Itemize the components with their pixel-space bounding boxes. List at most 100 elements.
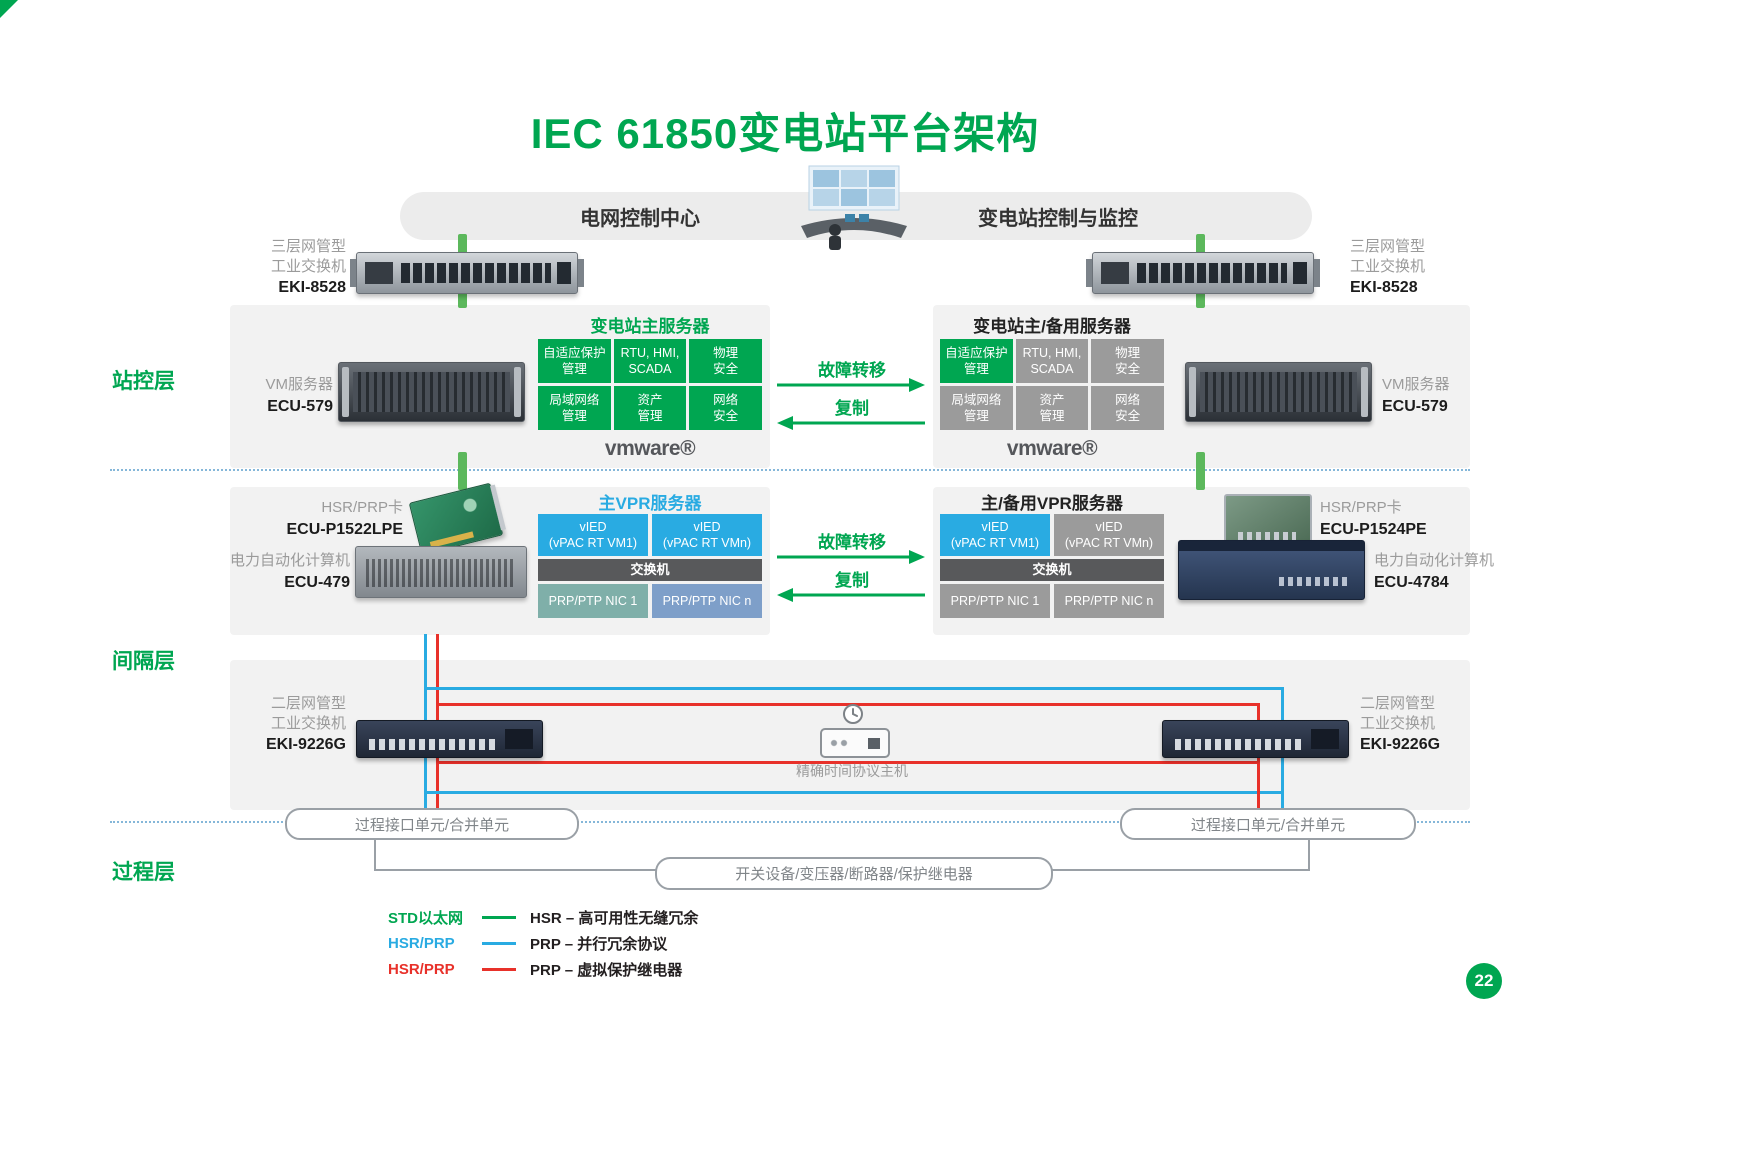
device-model-label: ECU-579 bbox=[267, 397, 333, 415]
nic-cell: PRP/PTP NIC n bbox=[1054, 584, 1164, 618]
hsr-card-right-labels: HSR/PRP卡 ECU-P1524PE bbox=[1320, 498, 1490, 540]
replicate-label: 复制 bbox=[835, 571, 869, 590]
device-type-label: 工业交换机 bbox=[1350, 257, 1426, 275]
device-type-label: 工业交换机 bbox=[1360, 714, 1436, 732]
device-model-label: EKI-8528 bbox=[1350, 279, 1418, 296]
device-type-label: 三层网管型 bbox=[270, 238, 346, 255]
function-cell: 资产 管理 bbox=[613, 386, 687, 430]
function-cell: RTU, HMI, SCADA bbox=[613, 339, 687, 383]
device-model-label: EKI-8528 bbox=[278, 279, 346, 296]
primary-vpr-panel-title: 主VPR服务器 bbox=[598, 494, 702, 513]
function-cell: 局域网络 管理 bbox=[538, 386, 611, 430]
device-type-label: 二层网管型 bbox=[1360, 695, 1436, 712]
device-model-label: ECU-479 bbox=[284, 573, 350, 591]
device-model-label: ECU-P1524PE bbox=[1320, 520, 1427, 538]
process-interface-unit-right: 过程接口单元/合并单元 bbox=[1120, 808, 1416, 840]
corner-accent bbox=[0, 0, 18, 18]
failover-label: 故障转移 bbox=[818, 361, 886, 380]
legend-desc: HSR – 高可用性无缝冗余 bbox=[530, 909, 699, 927]
device-type-label: 电力自动化计算机 bbox=[1374, 552, 1495, 569]
prp-red-line bbox=[436, 761, 1260, 764]
legend-desc: PRP – 虚拟保护继电器 bbox=[530, 961, 683, 979]
primary-server-panel-title: 变电站主服务器 bbox=[590, 317, 710, 336]
blue-line-swatch bbox=[482, 941, 516, 945]
nic-cell: PRP/PTP NIC 1 bbox=[940, 584, 1050, 618]
process-connector bbox=[374, 869, 658, 871]
grid-control-center-label: 电网控制中心 bbox=[580, 207, 700, 230]
l2-switch-right-labels: 二层网管型 工业交换机 EKI-9226G bbox=[1360, 694, 1490, 756]
l3-switch-right-image bbox=[1086, 252, 1320, 294]
replicate-arrow-left bbox=[777, 416, 925, 430]
function-cell: 局域网络 管理 bbox=[940, 386, 1013, 430]
prp-red-line bbox=[436, 703, 1260, 706]
substation-monitoring-label: 变电站控制与监控 bbox=[978, 207, 1138, 230]
replicate-arrow-left bbox=[777, 588, 925, 602]
function-cell: 自适应保护 管理 bbox=[538, 339, 611, 383]
backup-vpr-panel-title: 主/备用VPR服务器 bbox=[981, 494, 1123, 513]
l2-switch-left-image bbox=[356, 720, 543, 758]
automation-pc-left-image bbox=[355, 546, 527, 598]
ptp-host-image bbox=[820, 728, 890, 758]
function-cell: RTU, HMI, SCADA bbox=[1015, 339, 1089, 383]
l3-switch-left-labels: 三层网管型 工业交换机 EKI-8528 bbox=[228, 237, 346, 299]
function-cell: 网络 安全 bbox=[1091, 386, 1164, 430]
device-model-label: ECU-4784 bbox=[1374, 573, 1449, 591]
device-type-label: VM服务器 bbox=[1382, 376, 1450, 393]
device-model-label: ECU-P1522LPE bbox=[286, 520, 404, 538]
clock-icon bbox=[843, 704, 863, 724]
legend-row: HSR/PRP PRP – 并行冗余协议 bbox=[388, 931, 698, 955]
l3-switch-left-image bbox=[350, 252, 584, 294]
vied-cell: vIED (vPAC RT VM1) bbox=[538, 514, 648, 556]
legend-name: HSR/PRP bbox=[388, 934, 455, 952]
vm-server-right-labels: VM服务器 ECU-579 bbox=[1382, 375, 1502, 417]
control-room-image bbox=[801, 165, 907, 250]
green-connector bbox=[1196, 290, 1205, 308]
process-connector bbox=[374, 836, 376, 871]
device-type-label: HSR/PRP卡 bbox=[1320, 499, 1402, 516]
ptp-host-label: 精确时间协议主机 bbox=[796, 763, 908, 779]
process-connector bbox=[1308, 836, 1310, 871]
backup-vpr-panel: vIED (vPAC RT VM1) vIED (vPAC RT VMn) 交换… bbox=[940, 514, 1164, 618]
legend-name: STD以太网 bbox=[388, 909, 464, 927]
nic-cell: PRP/PTP NIC n bbox=[652, 584, 762, 618]
vied-cell: vIED (vPAC RT VMn) bbox=[1054, 514, 1164, 556]
failover-arrow-right bbox=[777, 550, 925, 564]
device-model-label: EKI-9226G bbox=[265, 736, 346, 753]
layer-separator-bottom bbox=[110, 821, 1470, 823]
backup-server-grid: 自适应保护 管理 RTU, HMI, SCADA 物理 安全 局域网络 管理 资… bbox=[940, 339, 1164, 430]
replicate-label: 复制 bbox=[835, 399, 869, 418]
device-type-label: 工业交换机 bbox=[270, 257, 346, 275]
device-type-label: 工业交换机 bbox=[270, 714, 346, 732]
vied-cell: vIED (vPAC RT VM1) bbox=[940, 514, 1050, 556]
prp-blue-line bbox=[424, 687, 1284, 690]
green-connector bbox=[458, 452, 467, 490]
l2-switch-right-image bbox=[1162, 720, 1349, 758]
automation-pc-left-labels: 电力自动化计算机 ECU-479 bbox=[205, 551, 350, 593]
vied-cell: vIED (vPAC RT VMn) bbox=[652, 514, 762, 556]
backup-server-panel-title: 变电站主/备用服务器 bbox=[973, 317, 1131, 336]
green-line-swatch bbox=[482, 915, 516, 919]
primary-server-grid: 自适应保护 管理 RTU, HMI, SCADA 物理 安全 局域网络 管理 资… bbox=[538, 339, 762, 430]
function-cell: 自适应保护 管理 bbox=[940, 339, 1013, 383]
red-line-swatch bbox=[482, 967, 516, 971]
green-connector bbox=[1196, 234, 1205, 258]
l2-switch-left-labels: 二层网管型 工业交换机 EKI-9226G bbox=[228, 694, 346, 756]
process-connector bbox=[1048, 869, 1310, 871]
automation-pc-right-image bbox=[1178, 540, 1365, 600]
device-model-label: ECU-579 bbox=[1382, 397, 1448, 415]
failover-arrow-right bbox=[777, 378, 925, 392]
switch-bar: 交换机 bbox=[940, 559, 1164, 581]
function-cell: 网络 安全 bbox=[689, 386, 762, 430]
function-cell: 物理 安全 bbox=[689, 339, 762, 383]
vm-server-right-image bbox=[1185, 362, 1372, 422]
device-model-label: EKI-9226G bbox=[1360, 736, 1441, 753]
layer-label-process: 过程层 bbox=[112, 861, 175, 884]
legend-row: HSR/PRP PRP – 虚拟保护继电器 bbox=[388, 957, 698, 981]
legend: STD以太网 HSR – 高可用性无缝冗余 HSR/PRP PRP – 并行冗余… bbox=[388, 905, 698, 983]
prp-blue-line bbox=[424, 791, 1284, 794]
primary-vpr-panel: vIED (vPAC RT VM1) vIED (vPAC RT VMn) 交换… bbox=[538, 514, 762, 618]
legend-name: HSR/PRP bbox=[388, 960, 455, 978]
process-interface-unit-left: 过程接口单元/合并单元 bbox=[285, 808, 579, 840]
green-connector bbox=[458, 234, 467, 258]
